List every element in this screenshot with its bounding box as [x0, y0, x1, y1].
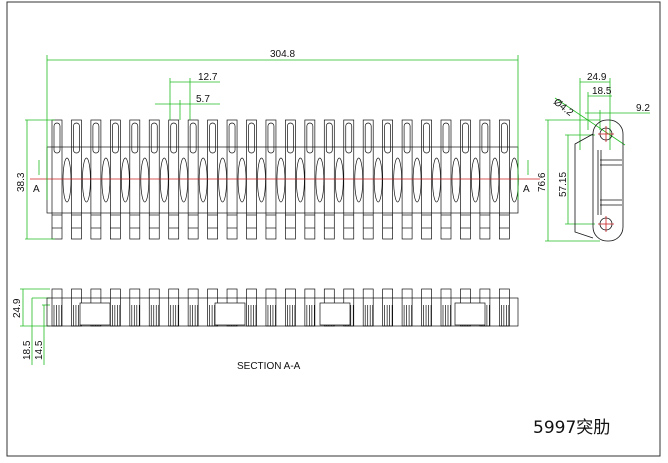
- section-tooth: [382, 288, 393, 327]
- belt-tooth: [440, 119, 461, 240]
- section-marker-left: A: [33, 184, 40, 195]
- section-window: [79, 302, 111, 326]
- dim-section-height: 24.9: [12, 298, 23, 318]
- belt-tooth: [460, 119, 480, 240]
- belt-tooth: [207, 119, 227, 240]
- dim-hole-diameter: Ø4.2: [551, 97, 575, 119]
- section-window: [214, 302, 246, 326]
- section-tooth: [421, 288, 432, 327]
- belt-tooth: [148, 119, 169, 240]
- section-label: SECTION A-A: [237, 361, 301, 372]
- belt-tooth: [382, 119, 402, 240]
- dim-side-height: 76.6: [537, 172, 548, 192]
- dim-side-inner: 18.5: [592, 86, 612, 97]
- dim-gap: 5.7: [196, 94, 210, 105]
- belt-tooth: [51, 119, 72, 240]
- belt-tooth: [71, 119, 91, 240]
- section-tooth: [265, 288, 277, 327]
- dim-section-low: 14.5: [34, 340, 45, 360]
- belt-tooth: [187, 119, 208, 240]
- section-tooth: [285, 288, 296, 327]
- dim-section-mid: 18.5: [22, 340, 33, 360]
- section-tooth: [187, 288, 199, 327]
- belt-tooth: [246, 119, 266, 240]
- belt-tooth: [304, 119, 325, 240]
- section-tooth: [246, 288, 257, 327]
- section-window: [319, 302, 351, 326]
- belt-tooth: [265, 119, 286, 240]
- belt-tooth: [226, 119, 247, 240]
- dim-overall-length: 304.8: [270, 49, 295, 60]
- belt-tooth: [343, 119, 364, 240]
- section-marker-right: A: [523, 184, 530, 195]
- belt-tooth: [90, 119, 111, 240]
- section-view: [46, 288, 519, 327]
- dimension-lines: [20, 55, 650, 365]
- section-tooth: [109, 288, 121, 327]
- top-view: [46, 119, 519, 240]
- drawing-title: 5997突肋: [533, 418, 610, 438]
- belt-tooth: [479, 119, 500, 240]
- section-tooth: [51, 288, 63, 327]
- section-tooth: [148, 288, 160, 327]
- belt-tooth: [109, 119, 130, 240]
- section-tooth: [362, 288, 374, 327]
- dim-side-width: 24.9: [587, 72, 607, 83]
- section-tooth: [499, 288, 510, 327]
- belt-tooth: [323, 119, 344, 240]
- section-tooth: [129, 288, 141, 327]
- belt-tooth: [421, 119, 441, 240]
- section-tooth: [401, 288, 413, 327]
- belt-tooth: [362, 119, 383, 240]
- section-window: [454, 302, 486, 326]
- belt-tooth: [168, 119, 189, 240]
- belt-tooth: [285, 119, 305, 240]
- dim-hole-spacing: 57.15: [558, 172, 569, 197]
- belt-tooth: [401, 119, 422, 240]
- dim-height-top: 38.3: [16, 172, 27, 192]
- side-view: [574, 119, 624, 242]
- belt-tooth: [499, 119, 519, 240]
- belt-tooth: [129, 119, 150, 240]
- section-tooth: [440, 288, 452, 327]
- section-tooth: [304, 288, 316, 327]
- sheet-border: [6, 1, 661, 457]
- dim-side-offset: 9.2: [636, 103, 650, 114]
- section-tooth: [168, 288, 180, 327]
- dim-pitch: 12.7: [198, 72, 218, 83]
